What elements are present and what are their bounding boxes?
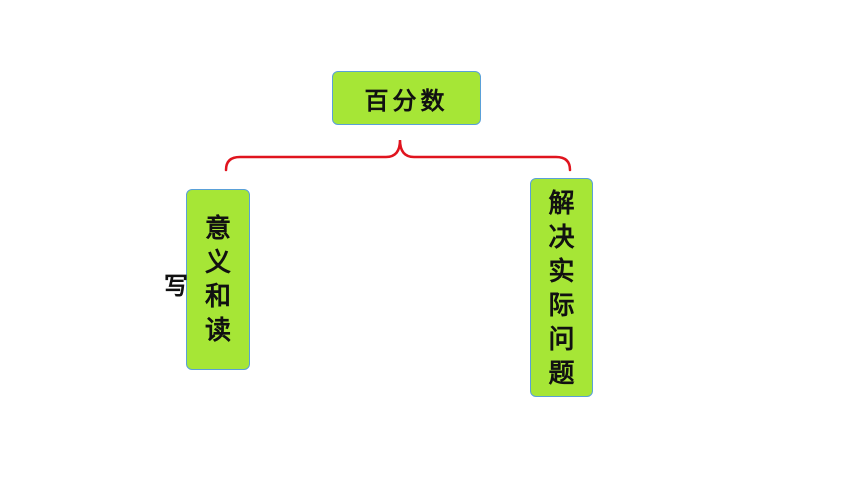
child-node-problems-label: 解决实际问题 [548, 189, 575, 389]
child-node-meaning-label: 意义和读 [204, 214, 231, 346]
root-node-box: 百分数 [332, 71, 481, 125]
root-node-label: 百分数 [364, 85, 449, 115]
brace-path [224, 139, 572, 172]
child-node-problems-box: 解决实际问题 [530, 178, 593, 397]
child-node-meaning-box: 意义和读 [186, 189, 250, 370]
side-label-write: 写 [164, 271, 188, 300]
